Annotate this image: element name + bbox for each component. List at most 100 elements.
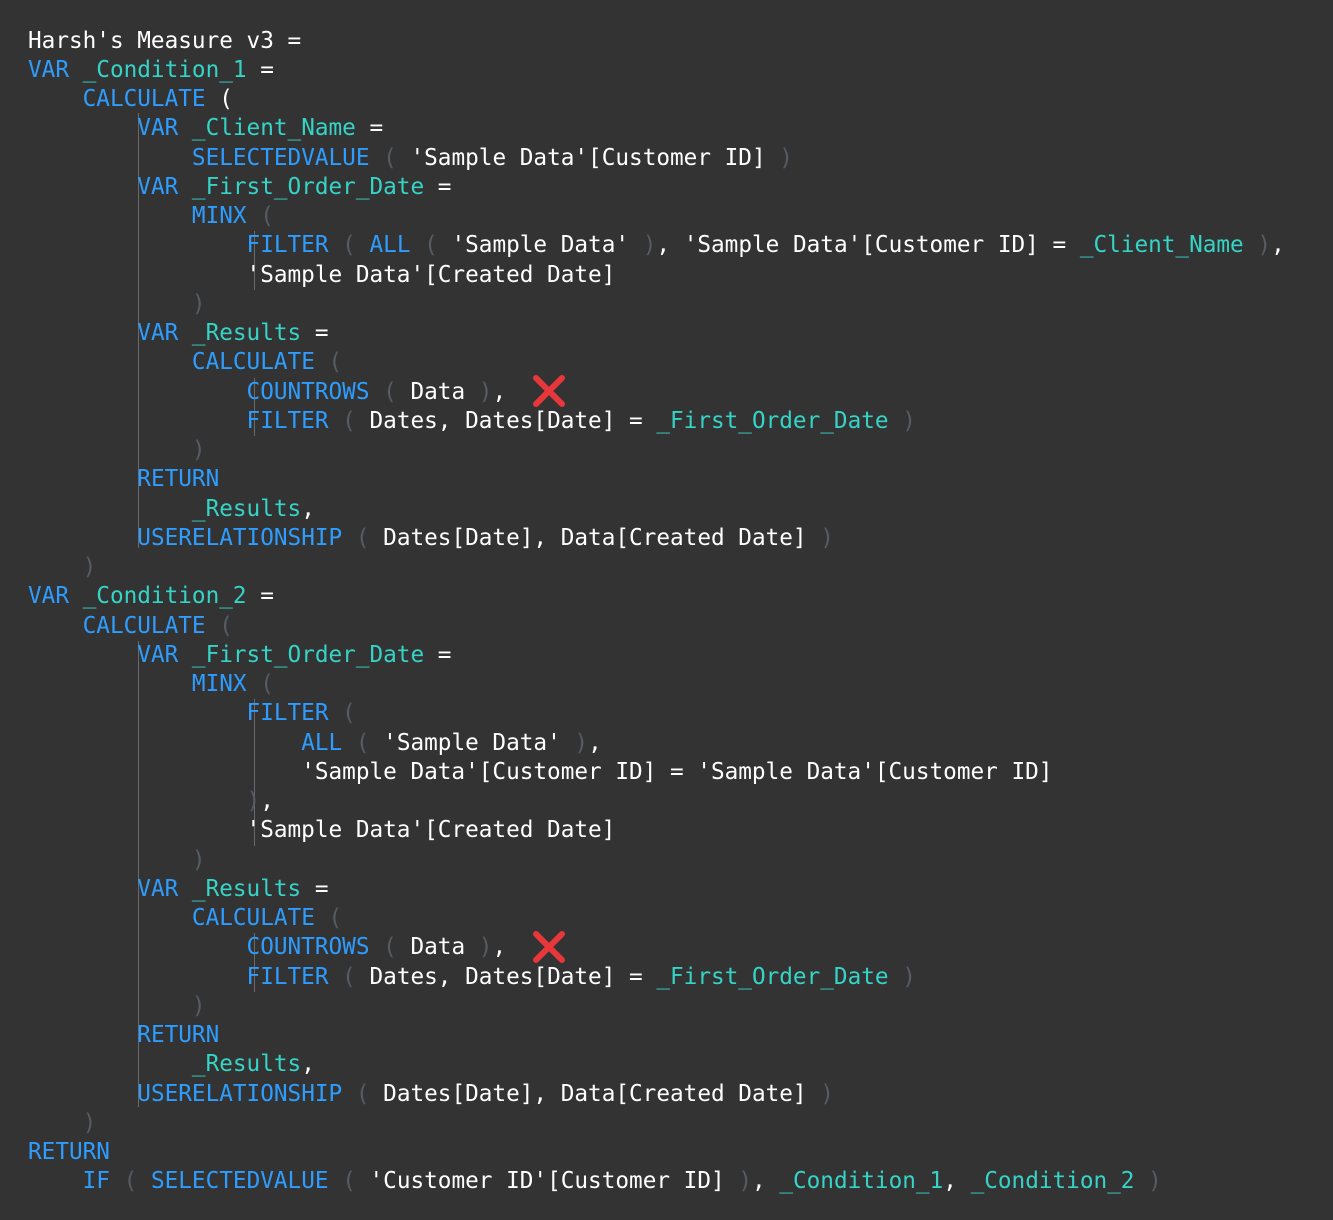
code-token: )	[1243, 232, 1272, 258]
code-token	[28, 1081, 137, 1107]
code-token: ,	[301, 496, 315, 522]
code-token: )	[465, 379, 493, 405]
code-line: )	[28, 846, 206, 875]
indent-guide	[138, 113, 139, 548]
indent-guide	[254, 378, 255, 436]
code-token: Dates, Dates[Date] =	[369, 408, 657, 434]
code-line: ALL ( 'Sample Data' ),	[28, 729, 602, 758]
code-token	[28, 759, 301, 785]
code-token: _First_Order_Date	[191, 642, 425, 668]
code-token	[28, 817, 247, 843]
code-line: )	[28, 290, 206, 319]
code-line: )	[28, 553, 97, 582]
code-token: (	[328, 964, 370, 990]
code-token: =	[355, 115, 384, 141]
code-line: _Results,	[28, 1050, 315, 1079]
code-token	[28, 145, 192, 171]
code-token	[28, 905, 192, 931]
code-token: ,	[1271, 232, 1285, 258]
code-token: )	[191, 847, 206, 873]
code-line: VAR _Condition_2 =	[28, 582, 274, 611]
code-line: )	[28, 1109, 97, 1138]
code-token: (	[410, 232, 452, 258]
code-token: (	[342, 1081, 384, 1107]
code-token: (	[205, 613, 233, 639]
code-token: RETURN	[137, 1022, 220, 1048]
code-token: ,	[751, 1168, 780, 1194]
code-token	[28, 408, 247, 434]
code-token	[28, 554, 83, 580]
code-token: (	[328, 232, 370, 258]
code-token	[28, 847, 192, 873]
code-token: COUNTROWS	[246, 379, 370, 405]
code-line: MINX (	[28, 670, 274, 699]
code-line: FILTER ( ALL ( 'Sample Data' ), 'Sample …	[28, 231, 1285, 260]
code-line: SELECTEDVALUE ( 'Sample Data'[Customer I…	[28, 144, 793, 173]
code-token: _Condition_1	[779, 1168, 944, 1194]
code-token: (	[328, 408, 370, 434]
code-line: RETURN	[28, 465, 219, 494]
code-line: COUNTROWS ( Data ),	[28, 378, 507, 407]
code-token: FILTER	[246, 232, 329, 258]
code-token: CALCULATE	[191, 349, 315, 375]
code-token: ,	[260, 788, 274, 814]
red-x-icon	[533, 375, 565, 407]
code-token: )	[191, 437, 206, 463]
code-line: 'Sample Data'[Created Date]	[28, 261, 616, 290]
indent-guide	[254, 231, 255, 290]
code-token: Data	[410, 934, 466, 960]
code-line: VAR _First_Order_Date =	[28, 641, 451, 670]
code-token	[28, 174, 137, 200]
code-token: )	[888, 408, 916, 434]
code-token: Dates[Date], Data[Created Date]	[383, 525, 807, 551]
code-token: )	[888, 964, 916, 990]
code-token: (	[342, 730, 384, 756]
code-token: 'Sample Data'[Created Date]	[246, 262, 616, 288]
code-token: _Client_Name	[1079, 232, 1244, 258]
code-token: 'Sample Data'	[383, 730, 561, 756]
code-line: FILTER ( Dates, Dates[Date] = _First_Ord…	[28, 407, 916, 436]
red-x-icon	[533, 931, 565, 963]
code-token: (	[328, 700, 356, 726]
code-token: ,	[492, 379, 507, 405]
code-token: Dates, Dates[Date] =	[369, 964, 657, 990]
code-token	[28, 642, 137, 668]
code-token: )	[806, 525, 834, 551]
code-token: (	[342, 525, 384, 551]
code-token	[28, 876, 137, 902]
code-token	[28, 115, 137, 141]
code-token: =	[424, 642, 452, 668]
code-token: _Results	[191, 320, 302, 346]
code-token	[28, 262, 247, 288]
code-line: COUNTROWS ( Data ),	[28, 933, 507, 962]
code-line: )	[28, 992, 206, 1021]
code-token: FILTER	[246, 408, 329, 434]
code-token	[28, 86, 83, 112]
code-token	[28, 437, 192, 463]
code-token: FILTER	[246, 964, 329, 990]
code-token: VAR	[137, 115, 192, 141]
code-token: )	[82, 554, 97, 580]
code-line: RETURN	[28, 1138, 110, 1167]
code-line: VAR _First_Order_Date =	[28, 173, 451, 202]
code-token	[28, 964, 247, 990]
code-token: VAR	[137, 876, 192, 902]
code-token: (	[109, 1168, 151, 1194]
code-token	[28, 700, 247, 726]
code-token	[28, 788, 247, 814]
code-token	[28, 671, 192, 697]
code-token: SELECTEDVALUE	[191, 145, 370, 171]
code-token: (	[314, 905, 343, 931]
code-token: ALL	[369, 232, 411, 258]
code-line: CALCULATE (	[28, 612, 233, 641]
code-token: 'Sample Data'[Customer ID] = 'Sample Dat…	[301, 759, 1053, 785]
code-line: VAR _Condition_1 =	[28, 56, 274, 85]
code-token: CALCULATE	[82, 613, 206, 639]
code-line: 'Sample Data'[Customer ID] = 'Sample Dat…	[28, 758, 1052, 787]
code-token: USERELATIONSHIP	[137, 1081, 343, 1107]
code-token: RETURN	[28, 1139, 110, 1165]
code-line: CALCULATE (	[28, 904, 342, 933]
code-token	[28, 349, 192, 375]
code-token: =	[301, 320, 329, 346]
